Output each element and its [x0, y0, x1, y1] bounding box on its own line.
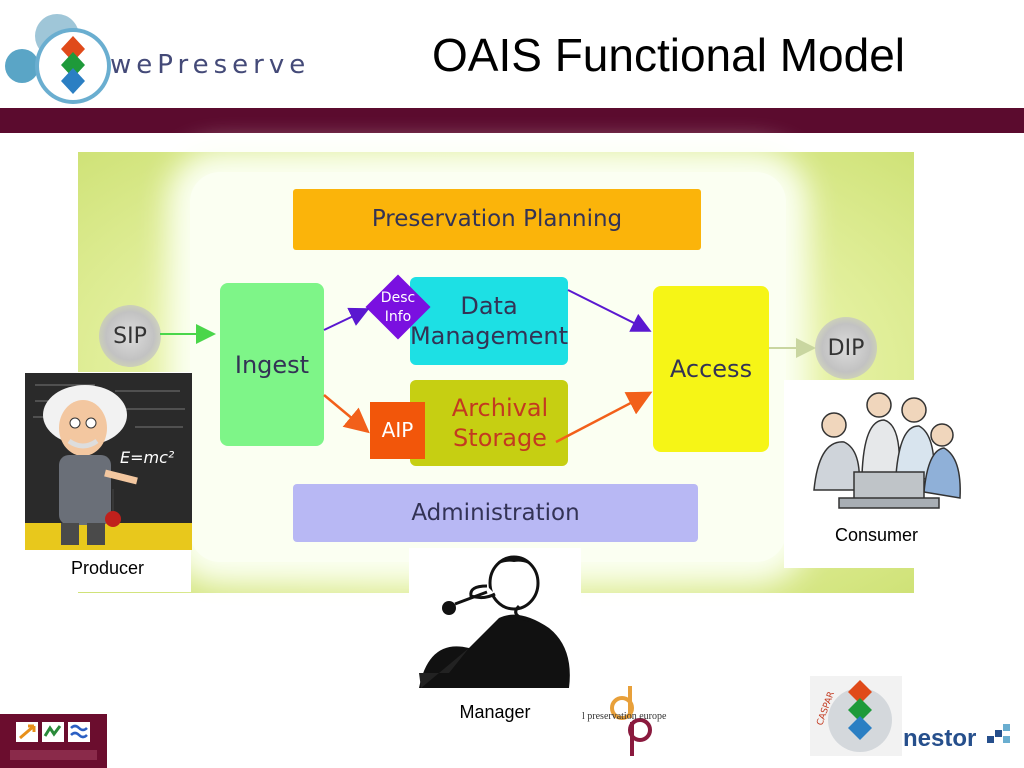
caspar-logo-icon: CASPAR [810, 676, 902, 756]
data-management-box: Data Management [410, 277, 568, 365]
dpe-logo-icon [610, 686, 652, 756]
as-to-access-arrow [555, 391, 653, 444]
manager-label: Manager [459, 702, 531, 722]
svg-text:E=mc²: E=mc² [120, 448, 175, 467]
data-management-label: Data Management [409, 292, 569, 350]
access-box: Access [653, 286, 769, 452]
dm-to-access-arrow [567, 289, 652, 332]
aip-box: AIP [370, 402, 425, 459]
manager-illustration-icon [419, 555, 570, 688]
archival-storage-box: Archival Storage [410, 380, 568, 466]
dpe-logo-text: l preservation europe [582, 711, 667, 722]
dip-label: DIP [827, 335, 865, 361]
consumer-label: Consumer [834, 525, 919, 545]
slide-title: OAIS Functional Model [432, 29, 906, 81]
header-bar [0, 108, 1024, 133]
brand-name: wePreserve [110, 50, 311, 80]
sip-label: SIP [113, 323, 147, 349]
footer-left-logo-icon [0, 714, 107, 768]
dip-package: DIP [815, 317, 877, 379]
preservation-planning-box: Preservation Planning [293, 189, 701, 250]
wepreserve-logo-icon [5, 14, 111, 104]
consumer-illustration-icon [813, 392, 961, 509]
administration-box: Administration [293, 484, 698, 542]
ingest-to-desc-arrow [323, 307, 370, 331]
archival-storage-label: Archival Storage [451, 394, 549, 452]
nestor-logo-text: nestor [903, 725, 977, 752]
producer-label: Producer [70, 558, 145, 578]
producer-illustration-icon: E=mc² [25, 373, 192, 550]
ingest-to-aip-arrow [323, 394, 370, 434]
ingest-box: Ingest [220, 283, 324, 446]
sip-package: SIP [99, 305, 161, 367]
nestor-logo-icon [987, 724, 1010, 743]
desc-info-label: Desc Info [380, 290, 416, 325]
